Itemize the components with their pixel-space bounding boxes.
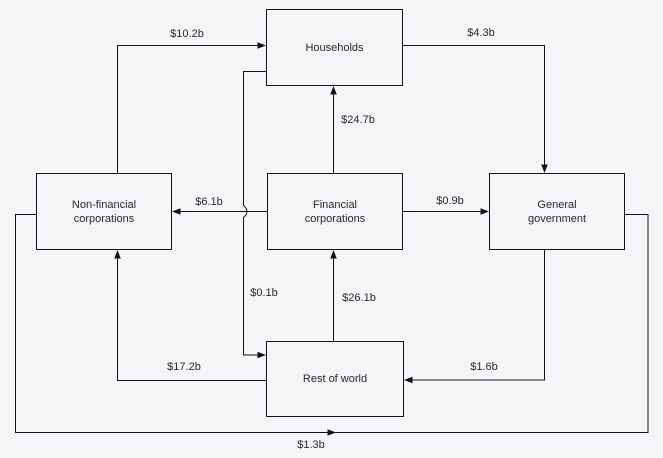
node-households: Households (266, 9, 403, 86)
flow-amount-households-to-government: $4.3b (467, 27, 495, 39)
flow-amount-government-to-restofworld: $1.6b (470, 361, 498, 373)
flow-line-households-to-restofworld (243, 71, 266, 356)
node-financial-corporations-label: Financial corporations (304, 198, 366, 225)
flow-amount-financial-to-households: $24.7b (341, 114, 375, 126)
flow-line-households-to-government (403, 45, 545, 165)
node-general-government-label: General government (527, 198, 587, 225)
arrowhead-into-restofworld-right (404, 376, 413, 384)
flow-amount-financial-to-nfc: $6.1b (195, 196, 223, 208)
flow-amount-nfc-to-government-outer: $1.3b (297, 439, 325, 451)
arrowhead-into-financial-bottom (330, 250, 337, 259)
node-households-label: Households (305, 41, 364, 54)
node-non-financial-corporations: Non-financial corporations (36, 173, 172, 250)
arrowhead-into-nfc-bottom (114, 250, 121, 259)
flow-line-government-to-restofworld (412, 250, 545, 381)
node-non-financial-corporations-label: Non-financial corporations (71, 198, 137, 225)
node-financial-corporations: Financial corporations (267, 173, 403, 250)
flow-line-restofworld-to-nfc (117, 258, 266, 381)
flow-amount-restofworld-to-financial: $26.1b (342, 292, 376, 304)
flow-amount-restofworld-to-nfc: $17.2b (167, 361, 201, 373)
arrowhead-into-households-left (257, 42, 266, 49)
arrowhead-into-government-left (480, 208, 489, 215)
flow-line-nfc-to-households (117, 45, 258, 173)
flow-amount-nfc-to-households: $10.2b (170, 28, 204, 40)
arrowhead-into-nfc-right (172, 208, 181, 215)
node-general-government: General government (489, 173, 625, 250)
arrowhead-into-government-top (541, 164, 548, 173)
arrowhead-outer-loop-direction (327, 429, 336, 436)
flow-amount-financial-to-government: $0.9b (436, 195, 464, 207)
flow-amount-households-to-restofworld: $0.1b (250, 287, 278, 299)
arrowhead-into-restofworld-left (257, 351, 266, 359)
node-rest-of-world: Rest of world (266, 341, 404, 417)
arrowhead-into-households-bottom (330, 86, 337, 95)
node-rest-of-world-label: Rest of world (302, 373, 368, 385)
